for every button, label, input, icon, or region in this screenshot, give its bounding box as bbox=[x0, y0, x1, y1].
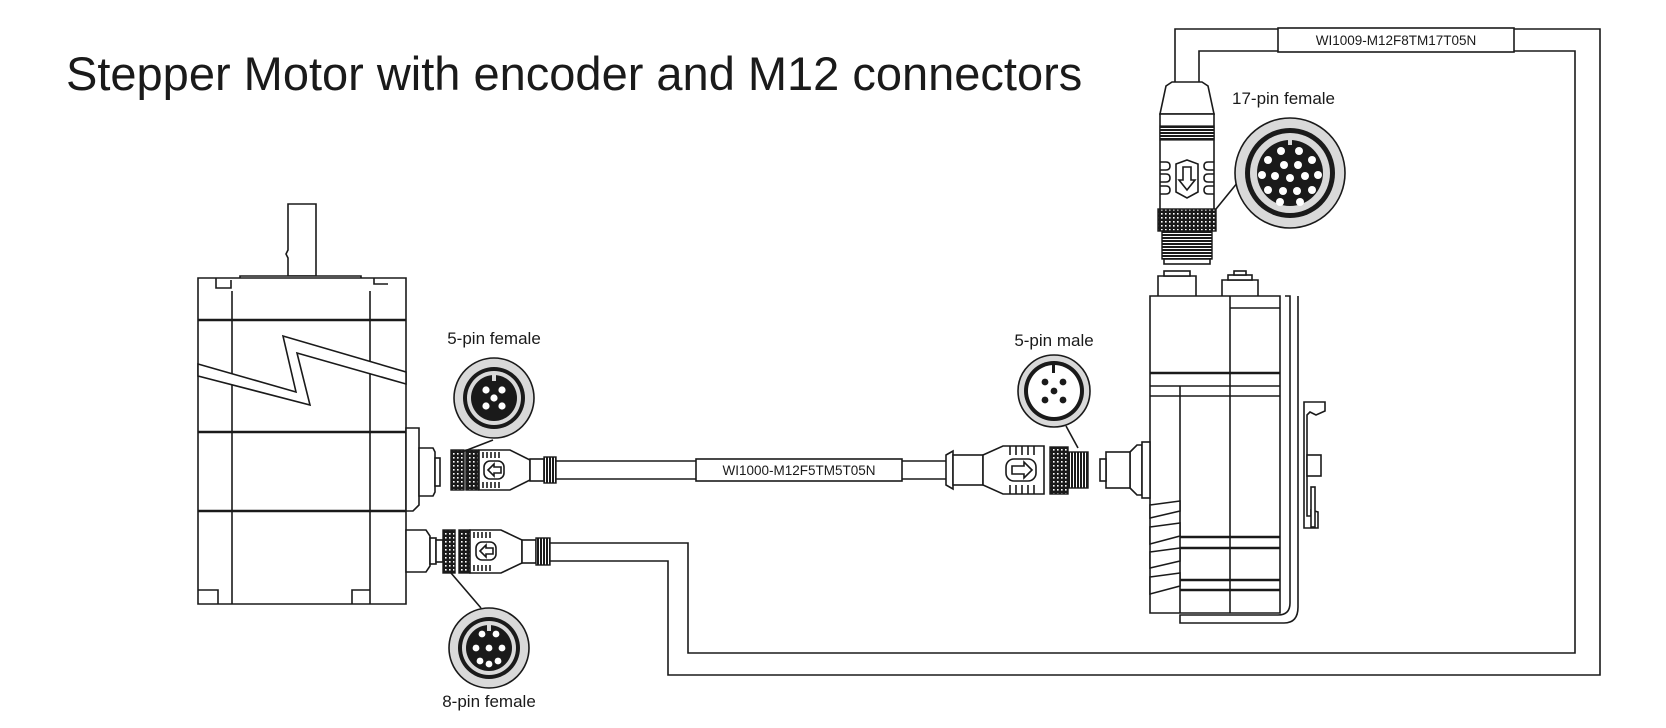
driver-module bbox=[1099, 270, 1326, 624]
stepper-motor bbox=[197, 203, 441, 605]
power-cable-part-number: WI1000-M12F5TM5T05N bbox=[722, 463, 875, 478]
arrow-left-icon bbox=[486, 462, 502, 478]
din-rail-clip bbox=[1303, 401, 1326, 529]
label-8pin-female: 8-pin female bbox=[442, 692, 536, 711]
motor-shaft bbox=[285, 203, 317, 277]
connector-face-17pin-female: 17-pin female bbox=[1215, 89, 1346, 229]
driver-body bbox=[1149, 295, 1281, 614]
encoder-housing bbox=[405, 427, 420, 512]
arrow-down-icon bbox=[1177, 166, 1197, 192]
label-17pin-female: 17-pin female bbox=[1232, 89, 1335, 108]
connector-face-8pin-female: 8-pin female bbox=[442, 572, 536, 711]
pins-17 bbox=[1258, 147, 1322, 206]
encoder-cable-part-number: WI1009-M12F8TM17T05N bbox=[1316, 33, 1477, 48]
driver-aux-receptacle bbox=[1221, 279, 1259, 296]
power-cable-tag bbox=[695, 458, 903, 482]
motor-encoder-receptacle bbox=[405, 529, 431, 573]
motor-body bbox=[197, 277, 407, 605]
diagram-title: Stepper Motor with encoder and M12 conne… bbox=[66, 47, 1082, 100]
connector-face-5pin-female: 5-pin female bbox=[447, 329, 541, 453]
encoder-cable-female-connector bbox=[435, 529, 551, 574]
power-cable-male-connector bbox=[945, 445, 1089, 495]
label-5pin-male: 5-pin male bbox=[1014, 331, 1093, 350]
encoder-cable-tag bbox=[1277, 27, 1515, 53]
arrow-left-icon bbox=[478, 543, 494, 559]
break-symbol bbox=[197, 334, 407, 407]
motor-power-receptacle bbox=[418, 447, 436, 497]
power-cable-female-connector bbox=[450, 449, 557, 491]
encoder-cable: WI1009-M12F8TM17T05N bbox=[550, 27, 1601, 676]
connector-face-5pin-male: 5-pin male bbox=[1014, 331, 1094, 449]
label-5pin-female: 5-pin female bbox=[447, 329, 541, 348]
driver-signal-receptacle bbox=[1157, 275, 1197, 296]
power-cable: WI1000-M12F5TM5T05N bbox=[556, 458, 946, 482]
arrow-right-icon bbox=[1011, 460, 1034, 480]
driver-signal-cable-connector bbox=[1157, 81, 1217, 265]
driver-power-receptacle bbox=[1105, 451, 1131, 489]
